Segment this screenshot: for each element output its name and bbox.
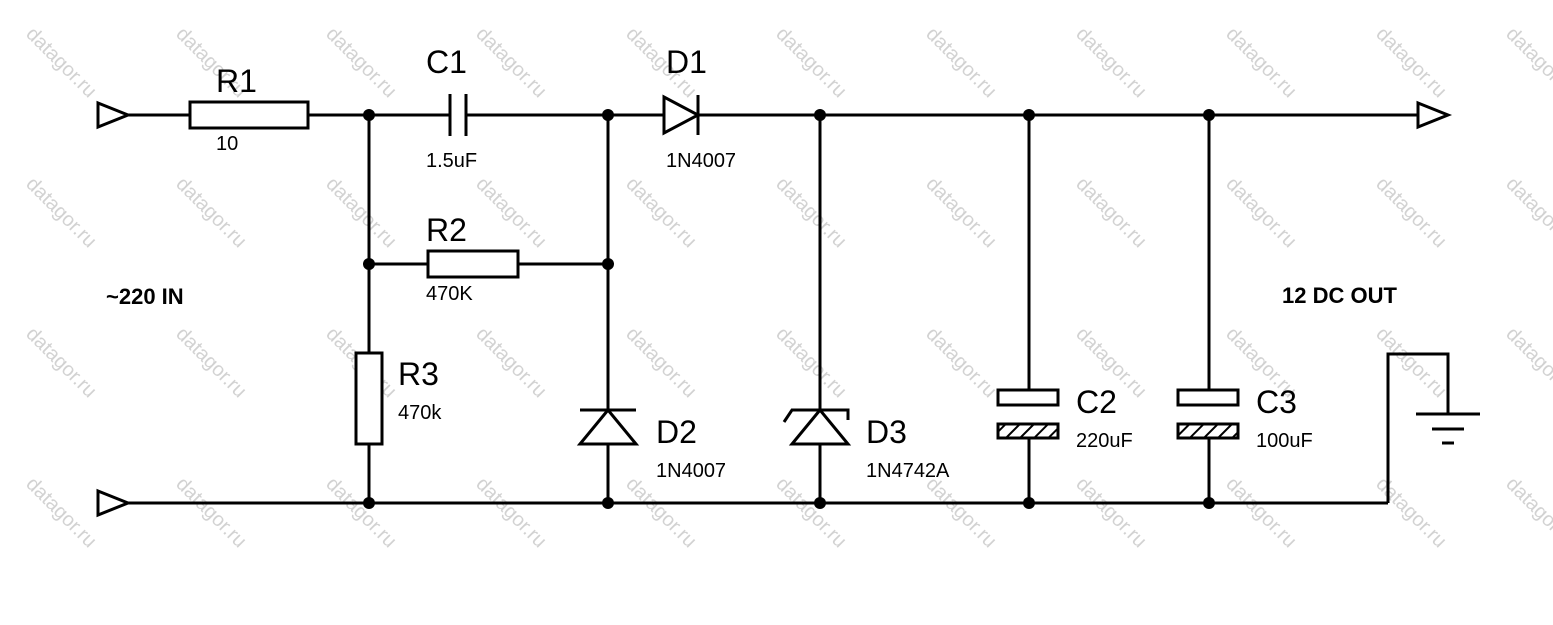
watermark-text: datagor.ru (921, 323, 1000, 402)
watermark-text: datagor.ru (171, 473, 250, 552)
r1-ref: R1 (216, 63, 257, 99)
watermark-text: datagor.ru (1371, 173, 1450, 252)
input-terminal-top (96, 100, 133, 130)
zener-diode-d3: D3 1N4742A (782, 407, 950, 482)
d1-value: 1N4007 (666, 150, 736, 172)
d3-ref: D3 (866, 414, 907, 450)
watermark-text: datagor.ru (321, 23, 400, 102)
watermark-text: datagor.ru (21, 323, 100, 402)
watermark-text: datagor.ru (621, 473, 700, 552)
watermark-text: datagor.ru (1371, 473, 1450, 552)
ground-icon (1416, 412, 1480, 445)
watermark-text: datagor.ru (771, 323, 850, 402)
d1-ref: D1 (666, 44, 707, 80)
watermark-text: datagor.ru (621, 173, 700, 252)
c2-value: 220uF (1076, 430, 1133, 452)
watermark-text: datagor.ru (771, 23, 850, 102)
watermark-text: datagor.ru (21, 23, 100, 102)
watermark-text: datagor.ru (471, 173, 550, 252)
junction-dot (363, 497, 375, 509)
d3-value: 1N4742A (866, 460, 950, 482)
c1-ref: C1 (426, 44, 467, 80)
input-label: ~220 IN (106, 284, 184, 309)
resistor-r3: R3 470k (354, 351, 442, 446)
watermark-text: datagor.ru (1221, 23, 1300, 102)
diode-d2: D2 1N4007 (576, 407, 726, 482)
r3-value: 470k (398, 402, 442, 424)
junction-dot (814, 497, 826, 509)
watermark-text: datagor.ru (1071, 23, 1150, 102)
watermark-text: datagor.ru (471, 473, 550, 552)
watermark-text: datagor.ru (171, 323, 250, 402)
output-label: 12 DC OUT (1282, 283, 1397, 308)
junction-dot (1023, 497, 1035, 509)
c2-ref: C2 (1076, 384, 1117, 420)
capacitor-c3: C3 100uF (1176, 384, 1313, 452)
watermark-text: datagor.ru (1371, 23, 1450, 102)
junction-dot (363, 109, 375, 121)
watermark-text: datagor.ru (171, 173, 250, 252)
r1-value: 10 (216, 133, 238, 155)
watermark-text: datagor.ru (771, 473, 850, 552)
watermark-text: datagor.ru (621, 323, 700, 402)
r2-value: 470K (426, 283, 473, 305)
junction-dot (602, 109, 614, 121)
resistor-r1: R1 10 (188, 63, 310, 155)
watermark-text: datagor.ru (471, 323, 550, 402)
watermark-text: datagor.ru (1221, 173, 1300, 252)
watermark-text: datagor.ru (321, 173, 400, 252)
watermark-text: datagor.ru (1221, 473, 1300, 552)
d2-value: 1N4007 (656, 460, 726, 482)
watermark-text: datagor.ru (921, 23, 1000, 102)
watermark-text: datagor.ru (1371, 323, 1450, 402)
watermark-text: datagor.ru (1071, 173, 1150, 252)
junction-dot (602, 258, 614, 270)
r2-ref: R2 (426, 212, 467, 248)
c1-value: 1.5uF (426, 150, 477, 172)
watermark-text: datagor.ru (471, 23, 550, 102)
c3-ref: C3 (1256, 384, 1297, 420)
junction-dot (1203, 109, 1215, 121)
watermark-text: datagor.ru (21, 473, 100, 552)
junction-dot (814, 109, 826, 121)
watermark-text: datagor.ru (1501, 323, 1553, 402)
capacitor-c2: C2 220uF (996, 384, 1133, 452)
output-terminal (1416, 100, 1453, 130)
resistor-r2: R2 470K (426, 212, 520, 305)
junctions (363, 109, 1215, 509)
input-terminal-bottom (96, 488, 133, 518)
junction-dot (1023, 109, 1035, 121)
watermark-text: datagor.ru (21, 173, 100, 252)
r3-ref: R3 (398, 356, 439, 392)
watermark-text: datagor.ru (1071, 473, 1150, 552)
c3-value: 100uF (1256, 430, 1313, 452)
watermark-text: datagor.ru (771, 173, 850, 252)
junction-dot (602, 497, 614, 509)
junction-dot (1203, 497, 1215, 509)
watermark-text: datagor.ru (921, 473, 1000, 552)
watermark-text: datagor.ru (1501, 473, 1553, 552)
watermark-text: datagor.ru (1501, 23, 1553, 102)
watermark-text: datagor.ru (321, 473, 400, 552)
watermark-text: datagor.ru (921, 173, 1000, 252)
junction-dot (363, 258, 375, 270)
watermark-text: datagor.ru (1501, 173, 1553, 252)
diode-d1: D1 1N4007 (662, 44, 736, 172)
d2-ref: D2 (656, 414, 697, 450)
capacitor-c1: C1 1.5uF (426, 44, 477, 172)
